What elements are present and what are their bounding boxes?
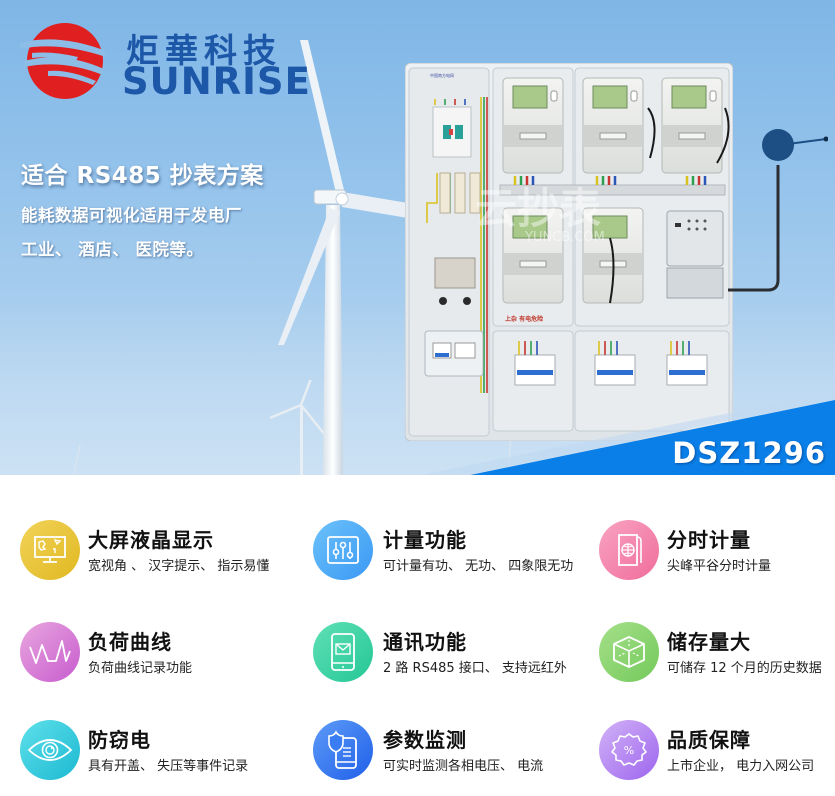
feature-title: 大屏液晶显示 (88, 528, 214, 552)
feature-item-storage: 储存量大 可储存 12 个月的历史数据 (599, 622, 835, 692)
electric-meter (661, 77, 723, 174)
feature-item-time-of-use: 分时计量 尖峰平谷分时计量 (599, 520, 835, 590)
feature-title: 通讯功能 (383, 630, 467, 654)
globe-document-icon (599, 520, 659, 580)
small-wind-turbine (270, 380, 326, 475)
load-curve-icon (20, 622, 80, 682)
feature-title: 负荷曲线 (88, 630, 172, 654)
feature-desc: 尖峰平谷分时计量 (667, 559, 772, 574)
cube-icon (599, 622, 659, 682)
hero-title: 适合 RS485 抄表方案 (21, 163, 264, 189)
feature-item-anti-theft: 防窃电 具有开盖、 失压等事件记录 (20, 720, 300, 790)
hero-subtitle-line-1: 能耗数据可视化适用于发电厂 (21, 206, 242, 225)
feature-grid: 大屏液晶显示 宽视角 、 汉字提示、 指示易懂 计量功能 可计量有功、 无功、 … (0, 475, 835, 796)
metering-cabinet-image: 中国南方电网 (405, 63, 733, 441)
concentrator-module (666, 210, 724, 299)
main-wind-turbine (278, 40, 408, 475)
sliders-icon (313, 520, 373, 580)
feature-title: 分时计量 (667, 528, 751, 552)
electric-meter (582, 77, 644, 174)
feature-item-quality-assurance: % 品质保障 上市企业， 电力入网公司 (599, 720, 835, 790)
feature-title: 品质保障 (667, 728, 751, 752)
feature-item-parameter-monitoring: 参数监测 可实时监测各相电压、 电流 (313, 720, 593, 790)
feature-desc: 可实时监测各相电压、 电流 (383, 759, 544, 774)
discount-badge-icon: % (599, 720, 659, 780)
phone-mail-icon (313, 622, 373, 682)
feature-desc: 负荷曲线记录功能 (88, 661, 193, 676)
model-number: DSZ1296 (672, 436, 826, 470)
feature-item-lcd-display: 大屏液晶显示 宽视角 、 汉字提示、 指示易懂 (20, 520, 300, 590)
feature-item-load-curve: 负荷曲线 负荷曲线记录功能 (20, 622, 300, 692)
brand-name-cn: 炬華科技 (126, 31, 282, 70)
feature-title: 防窃电 (88, 728, 151, 752)
cabinet-warning-label: 上杂 有电危险 (505, 315, 544, 323)
feature-desc: 具有开盖、 失压等事件记录 (88, 759, 249, 774)
sunrise-logo[interactable]: 炬華科技 SUNRISE (8, 12, 310, 103)
gsm-antenna-icon (728, 129, 828, 292)
feature-desc: 2 路 RS485 接口、 支持远红外 (383, 661, 567, 676)
feature-desc: 上市企业， 电力入网公司 (667, 759, 815, 774)
svg-text:中国南方电网: 中国南方电网 (430, 72, 454, 78)
electric-meter (502, 207, 564, 304)
feature-item-communication: 通讯功能 2 路 RS485 接口、 支持远红外 (313, 622, 593, 692)
far-wind-turbine (73, 444, 81, 475)
watermark-en: YUNCB.COM (524, 230, 605, 245)
feature-desc: 可计量有功、 无功、 四象限无功 (383, 559, 574, 574)
svg-text:%: % (624, 744, 634, 757)
watermark-cn: 云抄表 (475, 184, 601, 233)
feature-title: 参数监测 (383, 728, 467, 752)
brand-name-en: SUNRISE (122, 60, 311, 103)
feature-desc: 宽视角 、 汉字提示、 指示易懂 (88, 559, 270, 574)
monitor-map-icon (20, 520, 80, 580)
sunrise-logo-mark-icon (20, 23, 106, 99)
circuit-breakers (514, 354, 708, 386)
feature-title: 计量功能 (383, 528, 467, 552)
hero-banner: 炬華科技 SUNRISE 适合 RS485 抄表方案 能耗数据可视化适用于发电厂… (0, 0, 835, 475)
feature-title: 储存量大 (667, 630, 751, 654)
shield-phone-icon (313, 720, 373, 780)
eye-icon (20, 720, 80, 780)
feature-item-metering: 计量功能 可计量有功、 无功、 四象限无功 (313, 520, 593, 590)
electric-meter (502, 77, 564, 174)
feature-desc: 可储存 12 个月的历史数据 (667, 661, 822, 676)
hero-subtitle-line-2: 工业、 酒店、 医院等。 (21, 240, 204, 259)
